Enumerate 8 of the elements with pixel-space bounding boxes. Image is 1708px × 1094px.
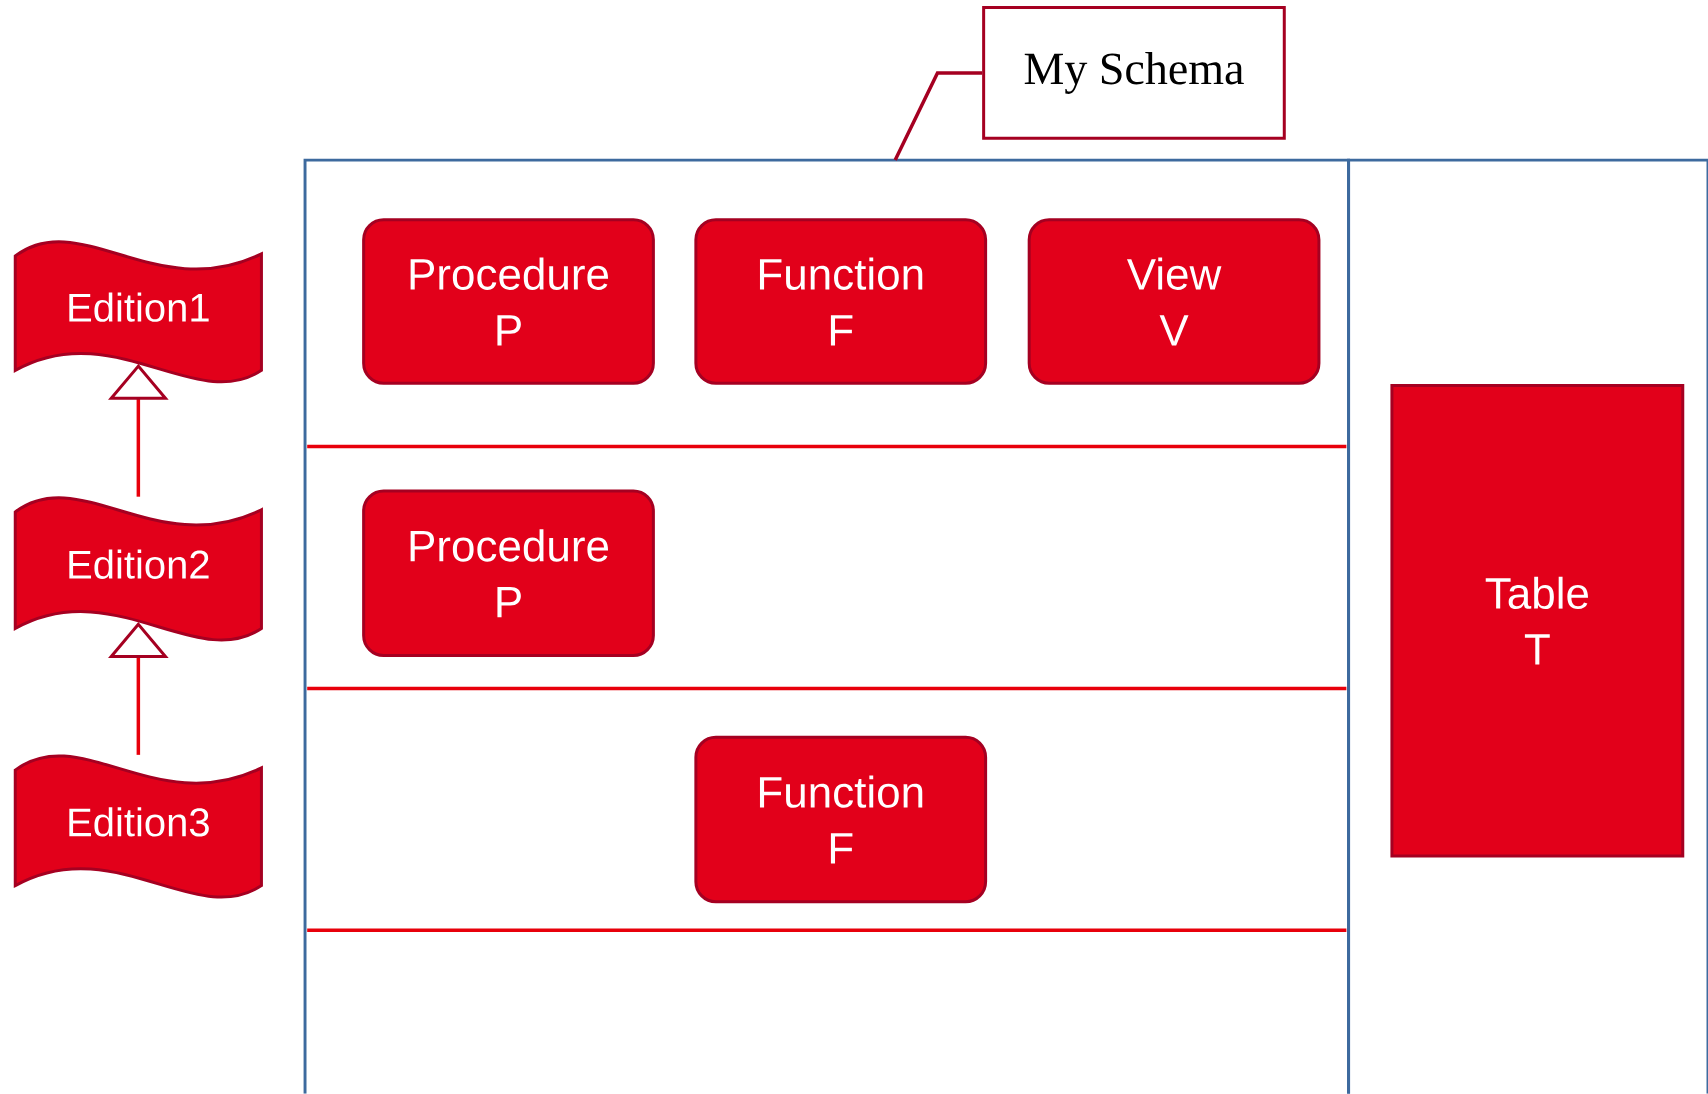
rounded-box: Procedure P — [362, 218, 655, 385]
leader-line — [893, 71, 983, 161]
table-box: Table T — [1390, 384, 1685, 858]
rounded-box: View V — [1027, 218, 1321, 385]
rounded-box: Procedure P — [362, 489, 655, 658]
rounded-box: Function F — [694, 218, 988, 385]
schema-label: My Schema — [982, 6, 1286, 140]
rounded-box: Function F — [694, 735, 988, 904]
